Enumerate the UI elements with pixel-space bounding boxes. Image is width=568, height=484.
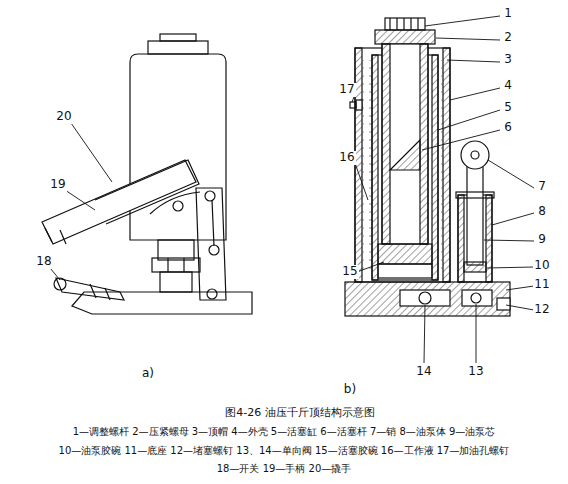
callout-number: 15 [341, 265, 358, 278]
view-label: b) [343, 383, 357, 396]
callout-number: 19 [49, 178, 66, 191]
callout-number: 14 [415, 365, 432, 378]
parts-key-line: 1—调整螺杆 2—压紧螺母 3—顶帽 4—外壳 5—活塞缸 6—活塞杆 7—销 … [73, 426, 496, 438]
callout-number: 12 [533, 303, 550, 316]
parts-key-line: 10—油泵胶碗 11—底座 12—堵塞螺钉 13、14—单向阀 15—活塞胶碗 … [59, 445, 510, 457]
figure-caption: 图4-26 油压千斤顶结构示意图 [225, 406, 374, 419]
callout-number: 6 [503, 121, 513, 134]
callout-number: 11 [533, 278, 550, 291]
leader-lines [50, 16, 534, 363]
parts-key-line: 18—开关 19—手柄 20—撬手 [217, 463, 352, 475]
callout-number: 10 [533, 259, 550, 272]
callout-number: 17 [338, 83, 355, 96]
callout-number: 5 [503, 101, 513, 114]
callout-number: 1 [503, 7, 513, 20]
callout-number: 8 [537, 205, 547, 218]
callout-number: 20 [55, 110, 72, 123]
callout-number: 9 [537, 233, 547, 246]
callout-number: 16 [338, 151, 355, 164]
callout-number: 7 [537, 180, 547, 193]
external-view [42, 34, 252, 314]
view-label: a) [141, 367, 155, 380]
callout-number: 4 [503, 79, 513, 92]
callout-number: 2 [503, 31, 513, 44]
callout-number: 13 [467, 365, 484, 378]
section-view [345, 18, 510, 316]
callout-number: 3 [503, 53, 513, 66]
callout-number: 18 [35, 255, 52, 268]
